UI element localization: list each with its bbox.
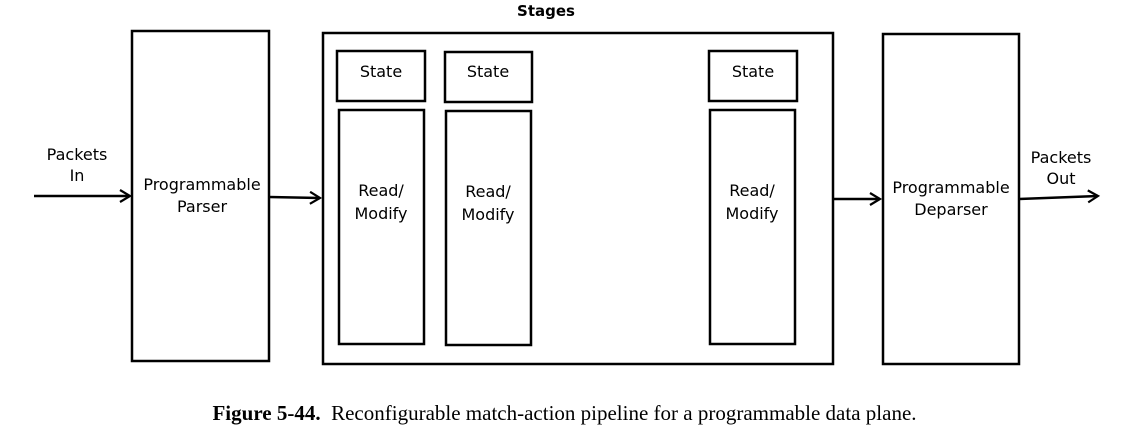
state-label-2: State (467, 62, 509, 81)
state-box-2 (443, 50, 534, 104)
state-label-3: State (732, 62, 774, 81)
parser-label-line1: Programmable (143, 175, 260, 194)
state-box-3 (707, 49, 799, 103)
read-modify-box-3 (708, 108, 797, 346)
parser-to-stages-arrow (268, 190, 323, 205)
read-modify-box-1 (337, 108, 426, 346)
state-box-1 (335, 49, 427, 103)
read-modify-label-1-line1: Read/ (358, 181, 404, 200)
packets-out-label-line2: Out (1046, 169, 1075, 188)
read-modify-label-1-line2: Modify (354, 204, 407, 223)
read-modify-label-2-line1: Read/ (465, 182, 511, 201)
figure-caption: Figure 5-44. Reconfigurable match-action… (0, 401, 1129, 426)
deparser-label-line1: Programmable (892, 178, 1009, 197)
read-modify-label-3-line1: Read/ (729, 181, 775, 200)
read-modify-label-3-line2: Modify (725, 204, 778, 223)
stages-title: Stages (517, 2, 575, 20)
read-modify-box-2 (444, 109, 533, 347)
parser-box (130, 29, 271, 363)
packets-in-label-line1: Packets (47, 145, 108, 164)
packets-out-label-line1: Packets (1031, 148, 1092, 167)
packets-in-label-line2: In (70, 166, 85, 185)
parser-label-line2: Parser (177, 197, 227, 216)
figure-number: Figure 5-44. (212, 401, 321, 425)
read-modify-label-2-line2: Modify (461, 205, 514, 224)
output-arrow (1018, 189, 1101, 204)
deparser-box (881, 32, 1021, 366)
state-label-1: State (360, 62, 402, 81)
caption-text: Reconfigurable match-action pipeline for… (331, 401, 917, 425)
pipeline-diagram: Packets In Programmable Parser Stages St… (34, 2, 1101, 366)
deparser-label-line2: Deparser (914, 200, 988, 219)
